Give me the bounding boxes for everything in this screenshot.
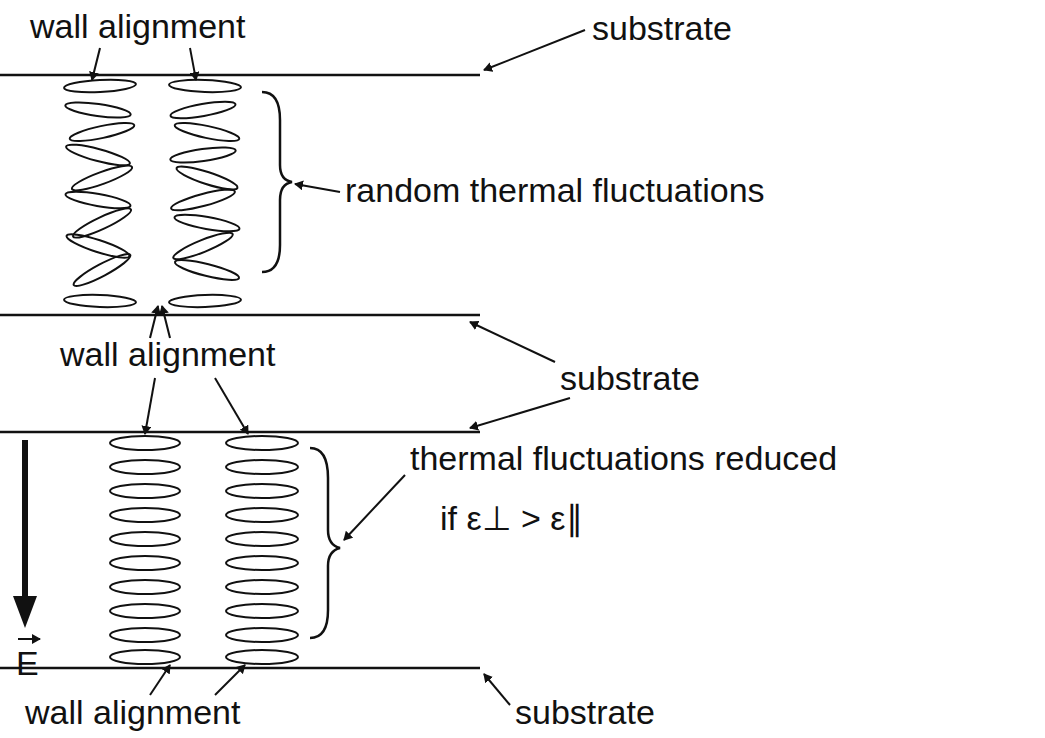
note-label: thermal fluctuations reduced xyxy=(410,440,837,477)
wall-alignment-label: wall alignment xyxy=(60,336,275,373)
wall-alignment-label: wall alignment xyxy=(30,8,245,45)
field-arrow xyxy=(22,440,28,600)
substrate-line xyxy=(0,314,480,317)
field-label: E xyxy=(16,645,39,682)
substrate-label: substrate xyxy=(515,694,655,731)
brace xyxy=(262,92,292,272)
substrate-line xyxy=(0,74,480,77)
note-label: random thermal fluctuations xyxy=(345,172,765,209)
wall-alignment-label: wall alignment xyxy=(25,694,240,731)
substrate-label: substrate xyxy=(592,10,732,47)
molecules-random xyxy=(64,78,241,308)
molecules-aligned xyxy=(110,436,298,664)
substrate-label: substrate xyxy=(560,360,700,397)
brace xyxy=(310,448,340,638)
condition-label: if ε⊥ > ε∥ xyxy=(440,500,583,537)
field-arrowhead xyxy=(13,596,37,628)
vector-mark xyxy=(18,638,40,640)
substrate-line xyxy=(0,431,480,434)
